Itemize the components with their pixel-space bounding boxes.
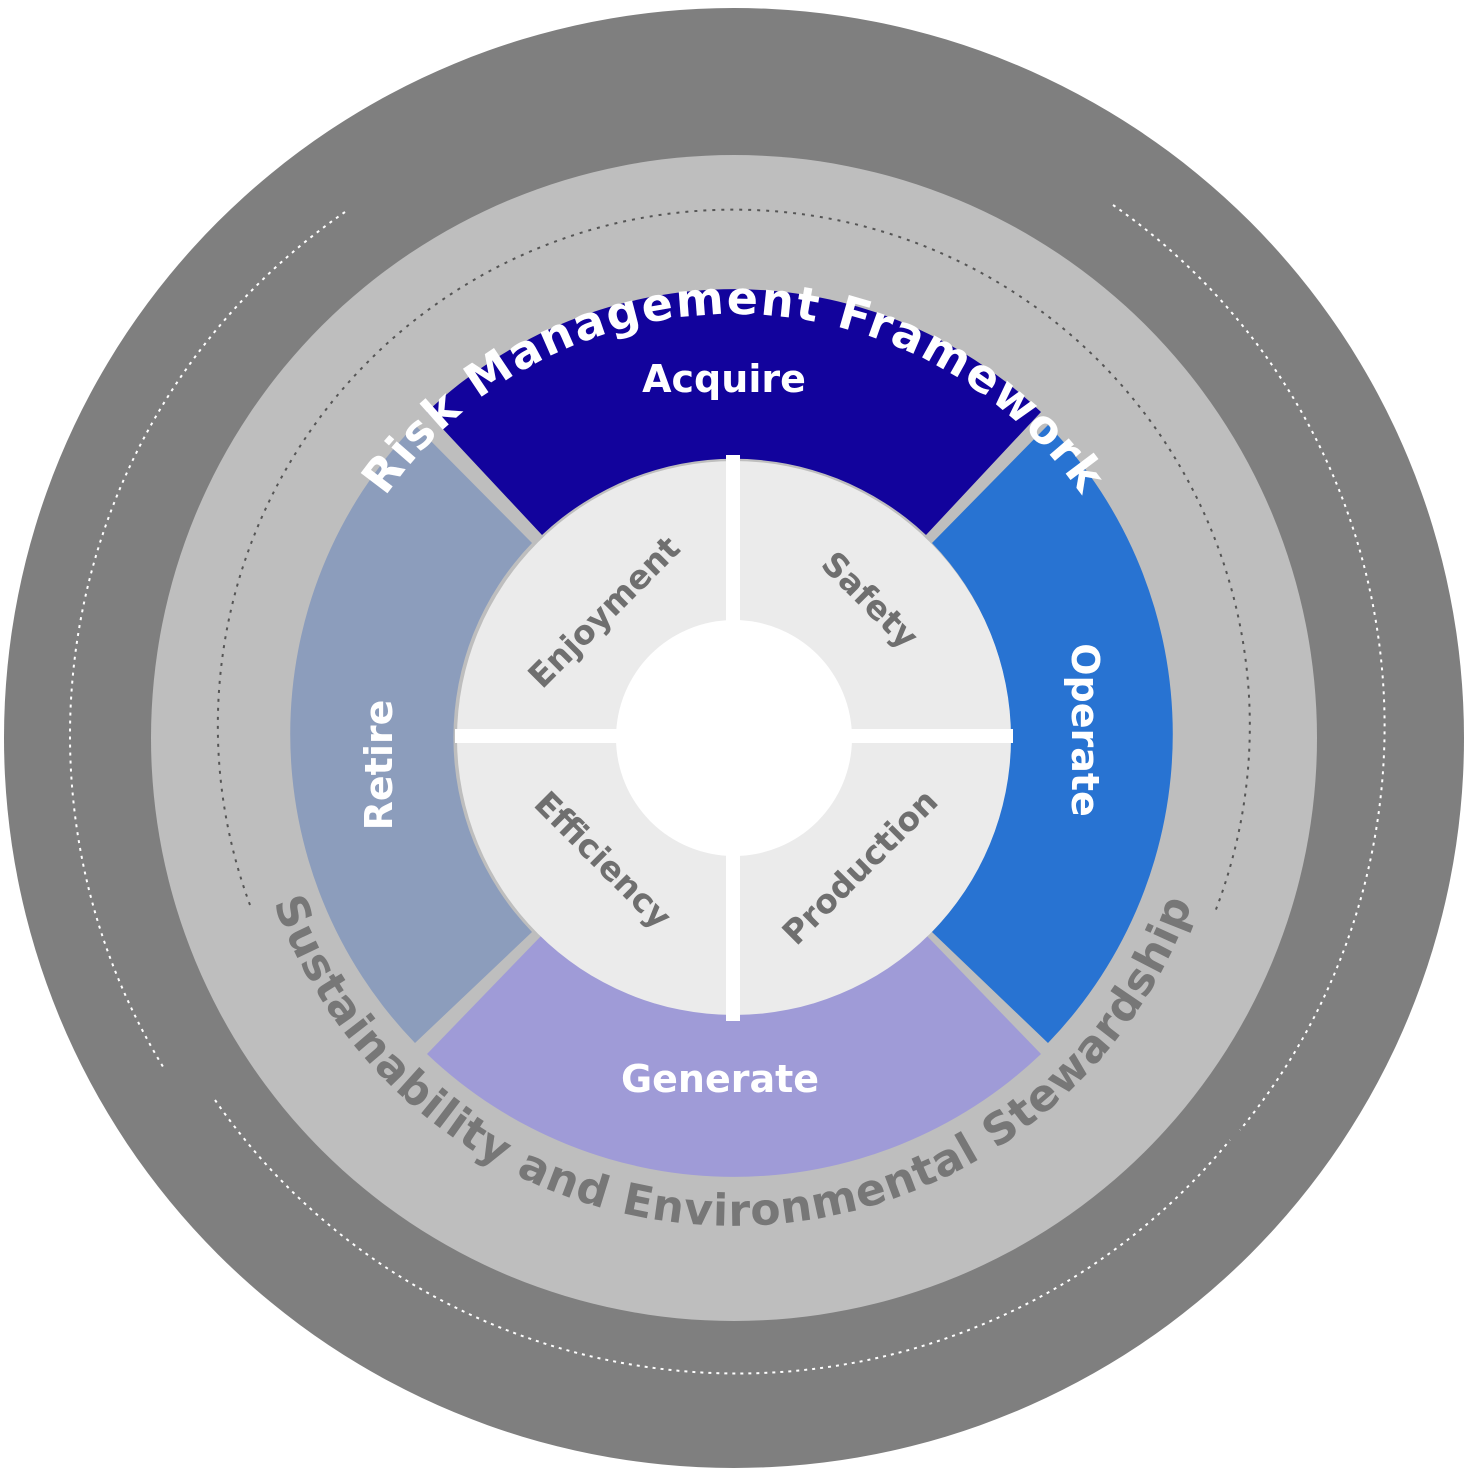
phase-segment-acquire[interactable]: [427, 289, 1041, 535]
phase-label-retire: Retire: [357, 700, 401, 831]
outer-dotted-line-bottom: [214, 1099, 1231, 1375]
center-circle: [616, 620, 852, 856]
phase-label-generate: Generate: [621, 1057, 819, 1101]
phase-label-acquire: Acquire: [642, 357, 806, 401]
phase-segment-retire[interactable]: [290, 425, 532, 1043]
phase-segment-operate[interactable]: [932, 425, 1173, 1043]
inner-dotted-line: [216, 208, 1251, 913]
phase-label-operate: Operate: [1063, 643, 1107, 817]
phase-segment-generate[interactable]: [427, 935, 1041, 1177]
outer-dotted-line-right: [1112, 204, 1386, 1131]
